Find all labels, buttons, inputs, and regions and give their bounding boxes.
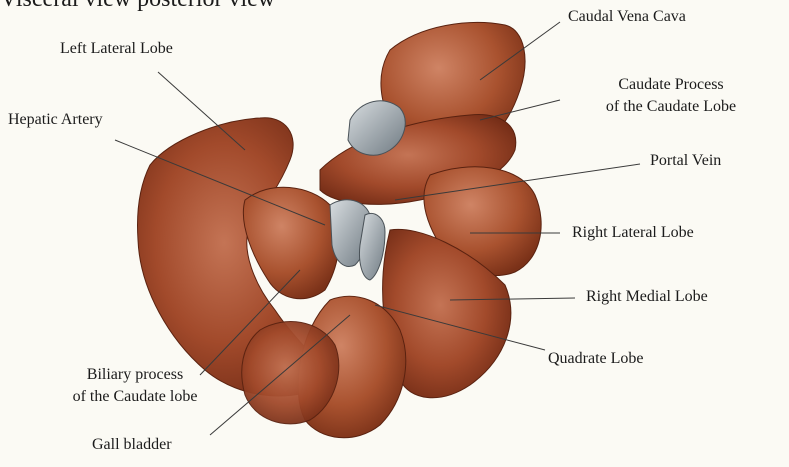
label-caudate-process-line2: of the Caudate Lobe: [566, 98, 776, 116]
label-caudate-process-line1: Caudate Process: [566, 76, 776, 94]
label-portal-vein: Portal Vein: [650, 152, 721, 170]
label-left-lateral-lobe: Left Lateral Lobe: [60, 40, 173, 58]
label-caudal-vena-cava: Caudal Vena Cava: [568, 8, 686, 26]
label-quadrate-lobe: Quadrate Lobe: [548, 350, 644, 368]
label-biliary-process-line2: of the Caudate lobe: [40, 388, 230, 406]
label-hepatic-artery: Hepatic Artery: [8, 111, 103, 129]
biliary-process-shape: [243, 187, 339, 298]
label-gall-bladder: Gall bladder: [92, 436, 172, 454]
label-biliary-process-line1: Biliary process: [40, 366, 230, 384]
label-right-medial-lobe: Right Medial Lobe: [586, 288, 708, 306]
label-right-lateral-lobe: Right Lateral Lobe: [572, 224, 694, 242]
hepatic-artery-vessel: [359, 214, 385, 280]
